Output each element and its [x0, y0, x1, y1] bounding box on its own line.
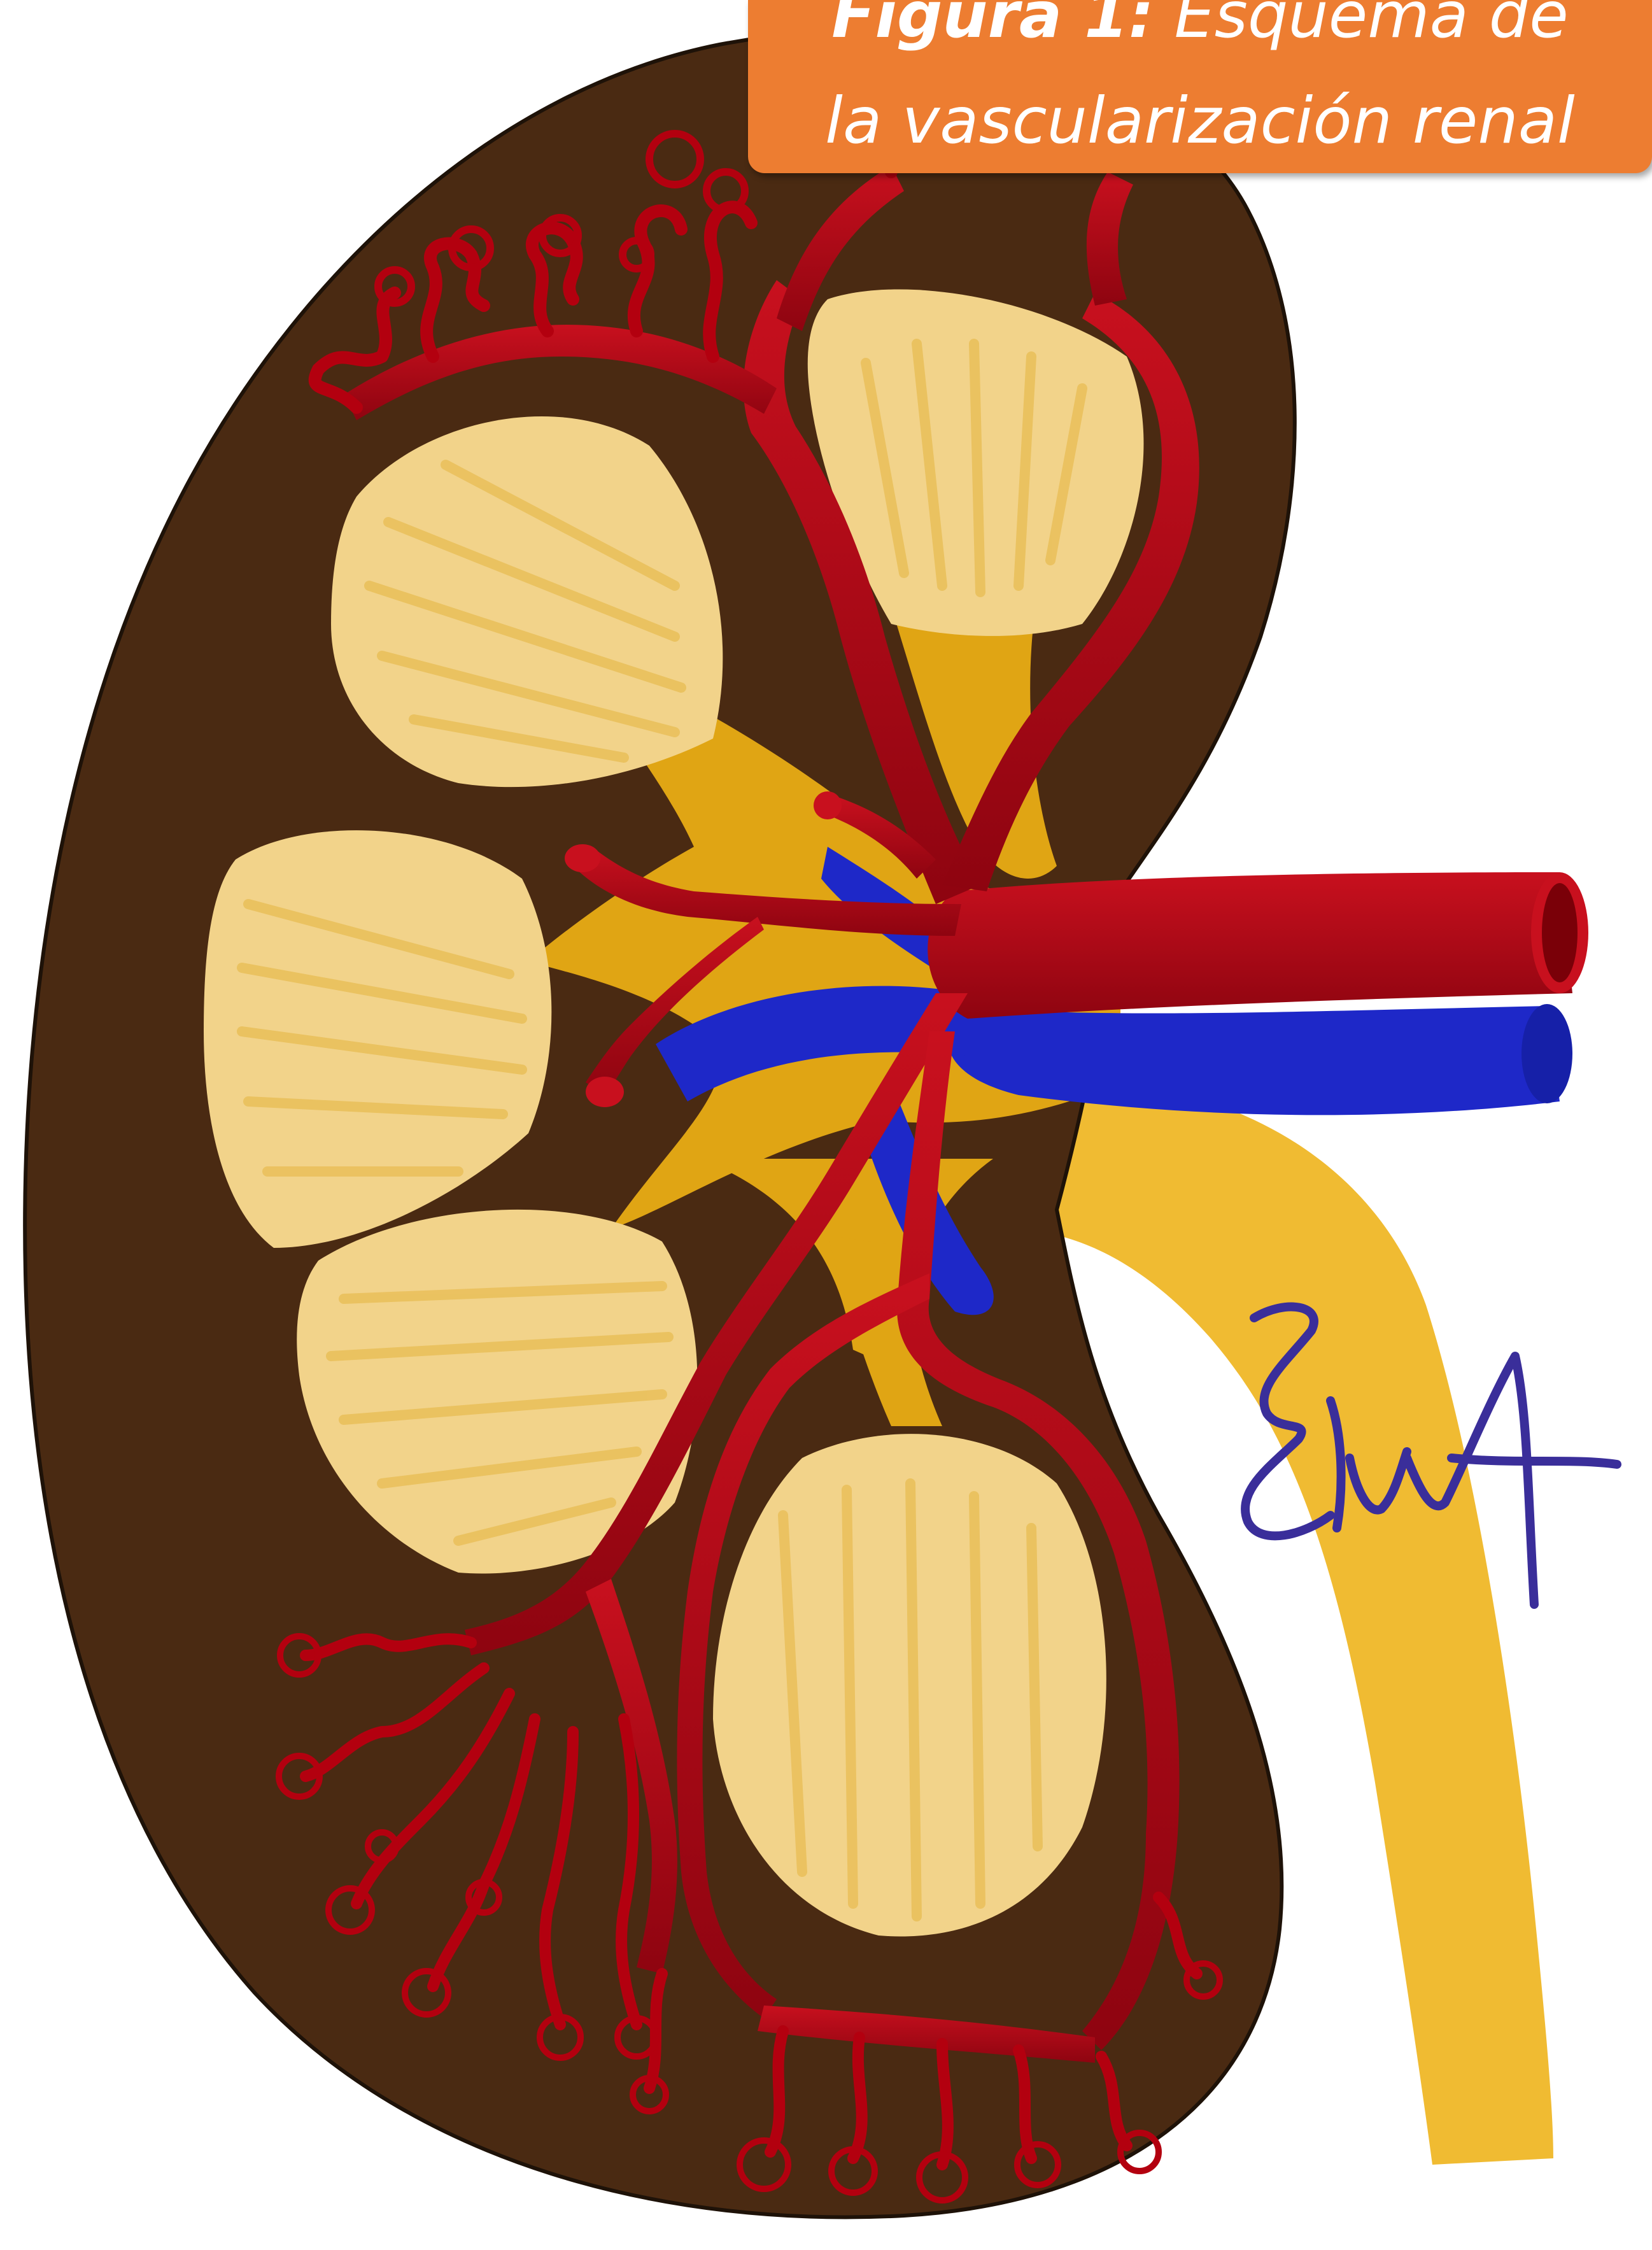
caption-line-1: Figura 1: Esquema de	[748, 0, 1652, 53]
caption-label: Figura 1:	[831, 0, 1154, 52]
caption-title-part-2: la vascularización renal	[748, 83, 1652, 159]
renal-artery-main	[928, 872, 1572, 1019]
caption-title-part-1: Esquema de	[1175, 0, 1569, 52]
figure-caption: Figura 1: Esquema de la vascularización …	[748, 0, 1652, 173]
